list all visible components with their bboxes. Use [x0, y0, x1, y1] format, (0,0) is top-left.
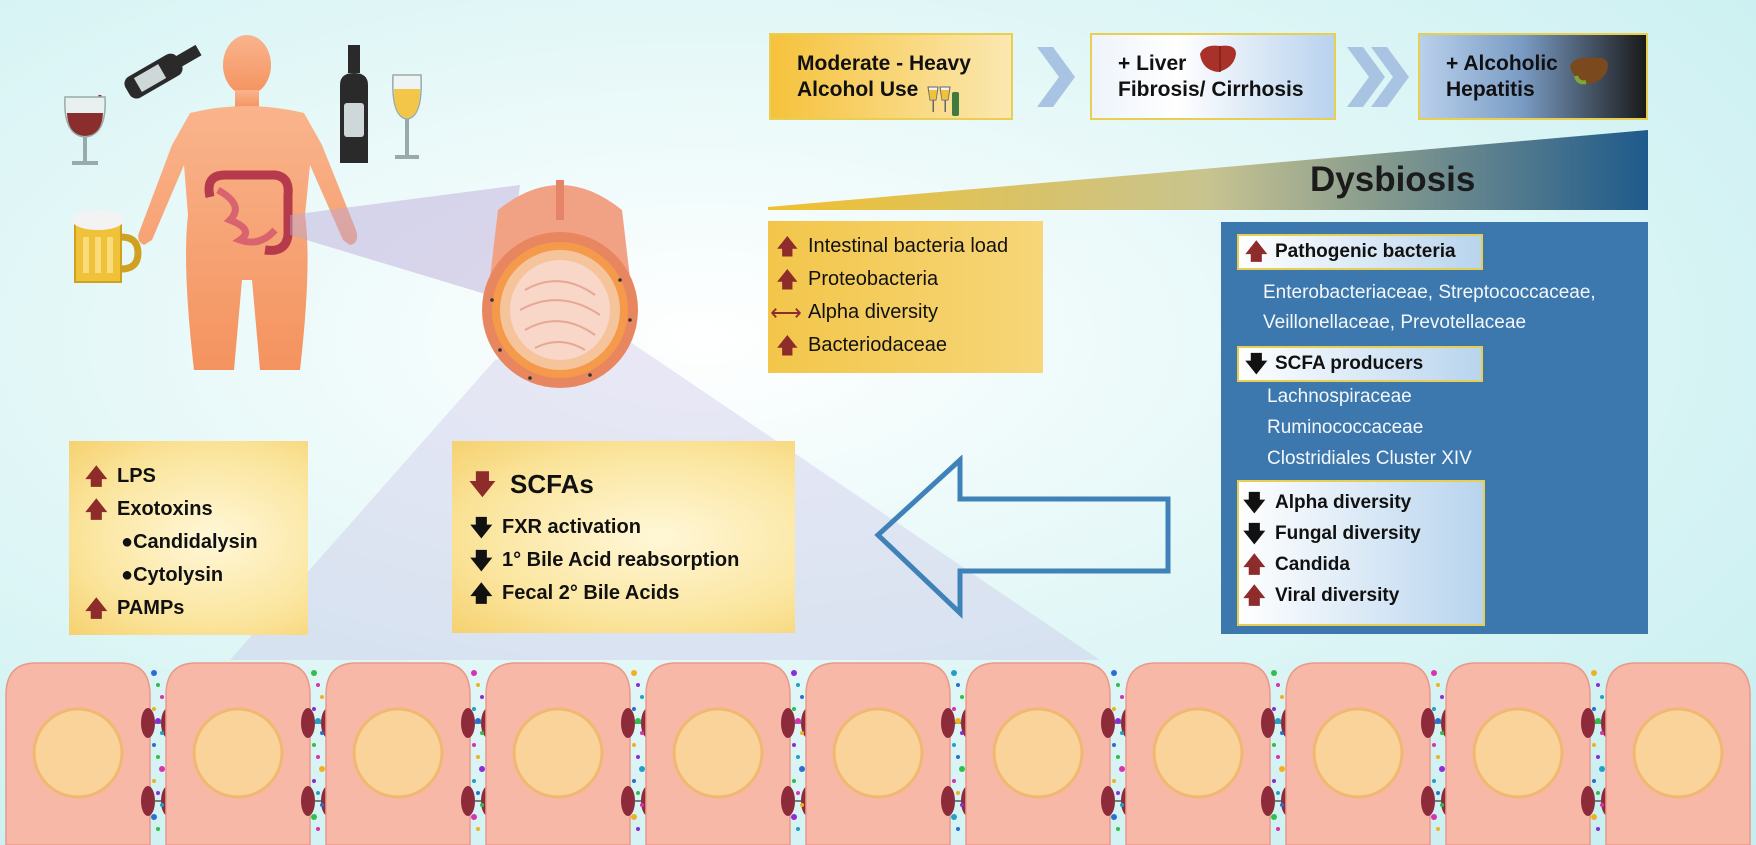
- drink-glasses-icon: [927, 86, 959, 116]
- toxin-row-cytolysin: ●Cytolysin: [121, 564, 224, 586]
- arrow-down-red-icon: 🡇: [468, 468, 497, 500]
- arrow-up-icon: 🡅: [1243, 552, 1266, 577]
- diversity-row-alpha: 🡇Alpha diversity: [1243, 490, 1412, 515]
- cell-nucleus: [1472, 707, 1564, 799]
- dysbiosis-label: Dysbiosis: [1310, 160, 1476, 199]
- arrow-down-icon: 🡇: [470, 514, 493, 540]
- arrow-up-icon: 🡅: [85, 595, 108, 621]
- epithelial-cell: [1285, 662, 1431, 845]
- toxin-row-exotoxins: 🡅Exotoxins: [85, 496, 213, 522]
- pathogenic-list-line-1: Enterobacteriaceae, Streptococcaceae,: [1263, 282, 1596, 303]
- arrow-up-icon: 🡅: [776, 332, 799, 358]
- cell-nucleus: [832, 707, 924, 799]
- diseased-liver-icon: [1570, 57, 1608, 85]
- bacteria-row-proteobacteria: 🡅Proteobacteria: [776, 266, 939, 292]
- liver-icon: [1200, 45, 1236, 72]
- wine-bottle-icon: [124, 44, 202, 99]
- dark-bottle-icon: [340, 45, 368, 163]
- scfa-producer-1: Lachnospiraceae: [1267, 386, 1412, 407]
- pathogenic-bacteria-header: 🡅Pathogenic bacteria: [1237, 234, 1483, 270]
- stage-label-liver-fibrosis: + Liver Fibrosis/ Cirrhosis: [1118, 51, 1304, 101]
- bacteria-row-alpha-diversity: ⟷Alpha diversity: [770, 299, 939, 325]
- scfa-producer-2: Ruminococcaceae: [1267, 417, 1424, 438]
- diversity-row-candida: 🡅Candida: [1243, 552, 1350, 577]
- epithelial-cell: [1125, 662, 1271, 845]
- epithelial-cell: [5, 662, 151, 845]
- bacteria-row-load: 🡅Intestinal bacteria load: [776, 233, 1009, 259]
- bullet-icon: ●: [121, 531, 134, 553]
- epithelial-cell: [1605, 662, 1751, 845]
- cell-nucleus: [32, 707, 124, 799]
- diversity-row-fungal: 🡇Fungal diversity: [1243, 521, 1421, 546]
- arrow-down-icon: 🡇: [470, 547, 493, 573]
- big-left-arrow-icon: [874, 455, 1171, 619]
- scfa-panel: 🡇SCFAs 🡇FXR activation 🡇1° Bile Acid rea…: [452, 441, 795, 633]
- arrow-up-icon: 🡅: [85, 496, 108, 522]
- stage-label-alcoholic-hepatitis: + Alcoholic Hepatitis: [1446, 51, 1558, 101]
- red-wine-glass-icon: [64, 96, 106, 165]
- cell-nucleus: [992, 707, 1084, 799]
- double-chevron-right-icon: [1347, 47, 1409, 107]
- cell-nucleus: [352, 707, 444, 799]
- scfa-row-fxr: 🡇FXR activation: [470, 514, 641, 540]
- scfa-row-bile-reabsorption: 🡇1° Bile Acid reabsorption: [470, 547, 740, 573]
- epithelial-cell: [645, 662, 791, 845]
- stage-label-alcohol-use: Moderate - Heavy Alcohol Use: [797, 51, 971, 101]
- arrow-down-icon: 🡇: [1243, 490, 1266, 515]
- cell-nucleus: [1312, 707, 1404, 799]
- intestine-cross-section-illustration: [482, 180, 638, 388]
- epithelial-cell: [165, 662, 311, 845]
- chevron-right-icon: [1037, 47, 1075, 107]
- toxin-row-lps: 🡅LPS: [85, 463, 156, 489]
- cell-nucleus: [1152, 707, 1244, 799]
- epithelial-cell: [485, 662, 631, 845]
- bottle-and-glass-illustration: [340, 45, 422, 163]
- scfa-producer-3: Clostridiales Cluster XIV: [1267, 448, 1472, 469]
- stage-box-alcoholic-hepatitis: + Alcoholic Hepatitis: [1418, 33, 1648, 120]
- lumen-icon: [510, 260, 610, 360]
- epithelial-cell: [1445, 662, 1591, 845]
- scfa-title-row: 🡇SCFAs: [468, 468, 594, 500]
- arrow-up-icon: 🡅: [1245, 239, 1268, 264]
- diversity-box: 🡇Alpha diversity 🡇Fungal diversity 🡅Cand…: [1237, 480, 1485, 626]
- bacteria-changes-panel: 🡅Intestinal bacteria load 🡅Proteobacteri…: [768, 221, 1043, 373]
- bacteria-row-bacteriodaceae: 🡅Bacteriodaceae: [776, 332, 947, 358]
- toxin-row-candidalysin: ●Candidalysin: [121, 531, 258, 553]
- epithelial-cell: [325, 662, 471, 845]
- epithelial-cell: [965, 662, 1111, 845]
- epithelial-cell: [805, 662, 951, 845]
- scfa-row-fecal-bile: 🡅Fecal 2° Bile Acids: [470, 580, 680, 606]
- arrow-left-right-icon: ⟷: [770, 299, 802, 325]
- cell-nucleus: [192, 707, 284, 799]
- cell-nucleus: [672, 707, 764, 799]
- stage-box-alcohol-use: Moderate - Heavy Alcohol Use: [769, 33, 1013, 120]
- cell-nucleus: [1632, 707, 1724, 799]
- cell-nucleus: [512, 707, 604, 799]
- dysbiosis-details-panel: 🡅Pathogenic bacteria Enterobacteriaceae,…: [1221, 222, 1648, 634]
- arrow-up-icon: 🡅: [776, 266, 799, 292]
- toxins-panel: 🡅LPS 🡅Exotoxins ●Candidalysin ●Cytolysin…: [69, 441, 308, 635]
- bullet-icon: ●: [121, 564, 134, 586]
- arrow-down-icon: 🡇: [1245, 351, 1268, 376]
- scfa-producers-header: 🡇SCFA producers: [1237, 346, 1483, 382]
- arrow-up-icon: 🡅: [1243, 583, 1266, 608]
- human-silhouette: [138, 35, 358, 370]
- intestine-icon: [204, 170, 293, 255]
- white-wine-glass-icon: [392, 74, 422, 159]
- pathogenic-list-line-2: Veillonellaceae, Prevotellaceae: [1263, 312, 1527, 333]
- arrow-up-icon: 🡅: [776, 233, 799, 259]
- diversity-row-viral: 🡅Viral diversity: [1243, 583, 1400, 608]
- intestinal-epithelium-illustration: [5, 662, 1751, 845]
- toxin-row-pamps: 🡅PAMPs: [85, 595, 185, 621]
- person-with-drinks-illustration: [64, 35, 358, 370]
- beer-mug-icon: [72, 210, 142, 283]
- arrow-down-icon: 🡇: [1243, 521, 1266, 546]
- arrow-up-icon: 🡅: [470, 580, 493, 606]
- arrow-up-icon: 🡅: [85, 463, 108, 489]
- tight-junction: [1581, 670, 1615, 831]
- dysbiosis-gradient-wedge: [768, 130, 1648, 210]
